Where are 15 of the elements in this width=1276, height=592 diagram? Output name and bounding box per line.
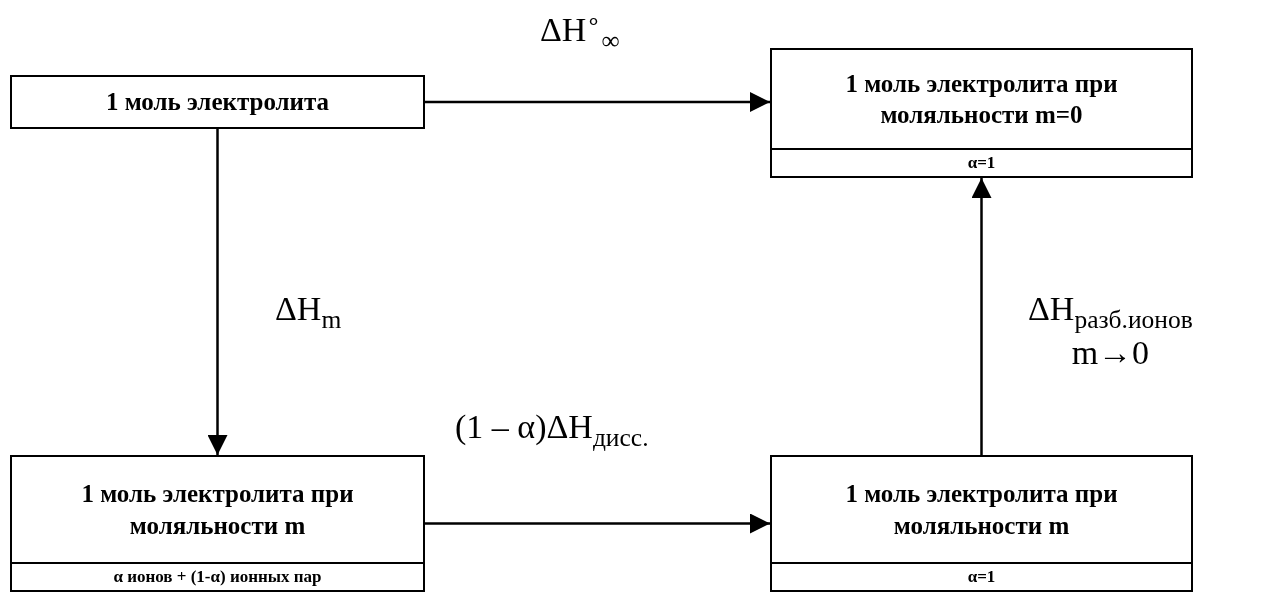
state-text: 1 моль электролита при моляльности m=0 — [844, 68, 1119, 130]
condition-text: α ионов + (1-α) ионных пар — [113, 567, 322, 586]
condition-text: α=1 — [967, 567, 996, 586]
state-text: 1 моль электролита — [105, 87, 330, 118]
arrow — [425, 92, 770, 112]
arrow — [425, 513, 770, 534]
state-box — [770, 455, 1193, 592]
state-box — [10, 75, 425, 129]
arrow — [971, 178, 992, 455]
state-text: 1 моль электролита при моляльности m — [844, 479, 1119, 541]
state-text: 1 моль электролита при моляльности m — [80, 479, 355, 541]
state-box — [770, 48, 1193, 178]
state-box — [10, 455, 425, 592]
arrow — [207, 129, 228, 455]
condition-text: α=1 — [967, 153, 996, 172]
